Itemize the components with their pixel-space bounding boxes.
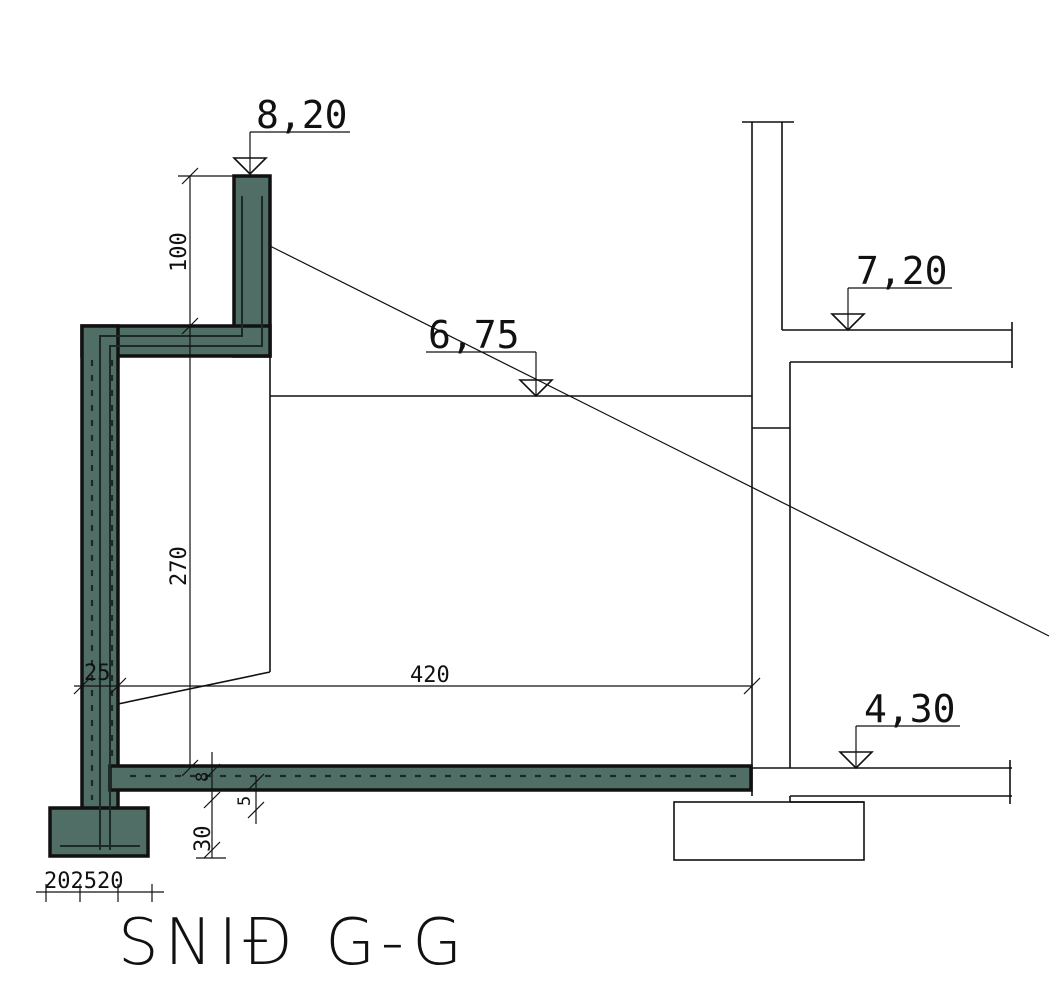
- section-title: SNIĐ G-G: [118, 906, 468, 980]
- level-label-roof: 7,20: [856, 249, 948, 293]
- slope-line: [269, 245, 1049, 637]
- level-label-mid: 6,75: [428, 313, 520, 357]
- dim-slab-top: 8: [193, 772, 213, 782]
- right-structure: [673, 121, 1013, 861]
- left-lines: [117, 245, 1049, 705]
- dimension-lines: [36, 167, 761, 902]
- level-marker-675: [426, 351, 554, 398]
- dim-slab-depth: 30: [191, 826, 216, 853]
- level-marker-820: [232, 131, 350, 176]
- level-label-top: 8,20: [256, 93, 348, 137]
- reinforcement: [60, 196, 740, 850]
- dim-wall-height: 270: [167, 546, 192, 586]
- dim-footing-parts: 202520: [44, 869, 123, 894]
- dim-parapet-height: 100: [167, 232, 192, 272]
- concrete-structure: [48, 174, 753, 858]
- level-markers: [232, 131, 960, 770]
- right-footing: [673, 801, 865, 861]
- dim-wall-thickness: 25: [84, 661, 111, 686]
- labels: 8,20 7,20 6,75 4,30 100 270 420 25 8 5 3…: [44, 93, 956, 980]
- level-marker-720: [830, 287, 952, 332]
- level-marker-430: [838, 725, 960, 770]
- dim-span: 420: [410, 663, 450, 688]
- level-label-floor: 4,30: [864, 687, 956, 731]
- dim-slab-step: 5: [235, 796, 255, 806]
